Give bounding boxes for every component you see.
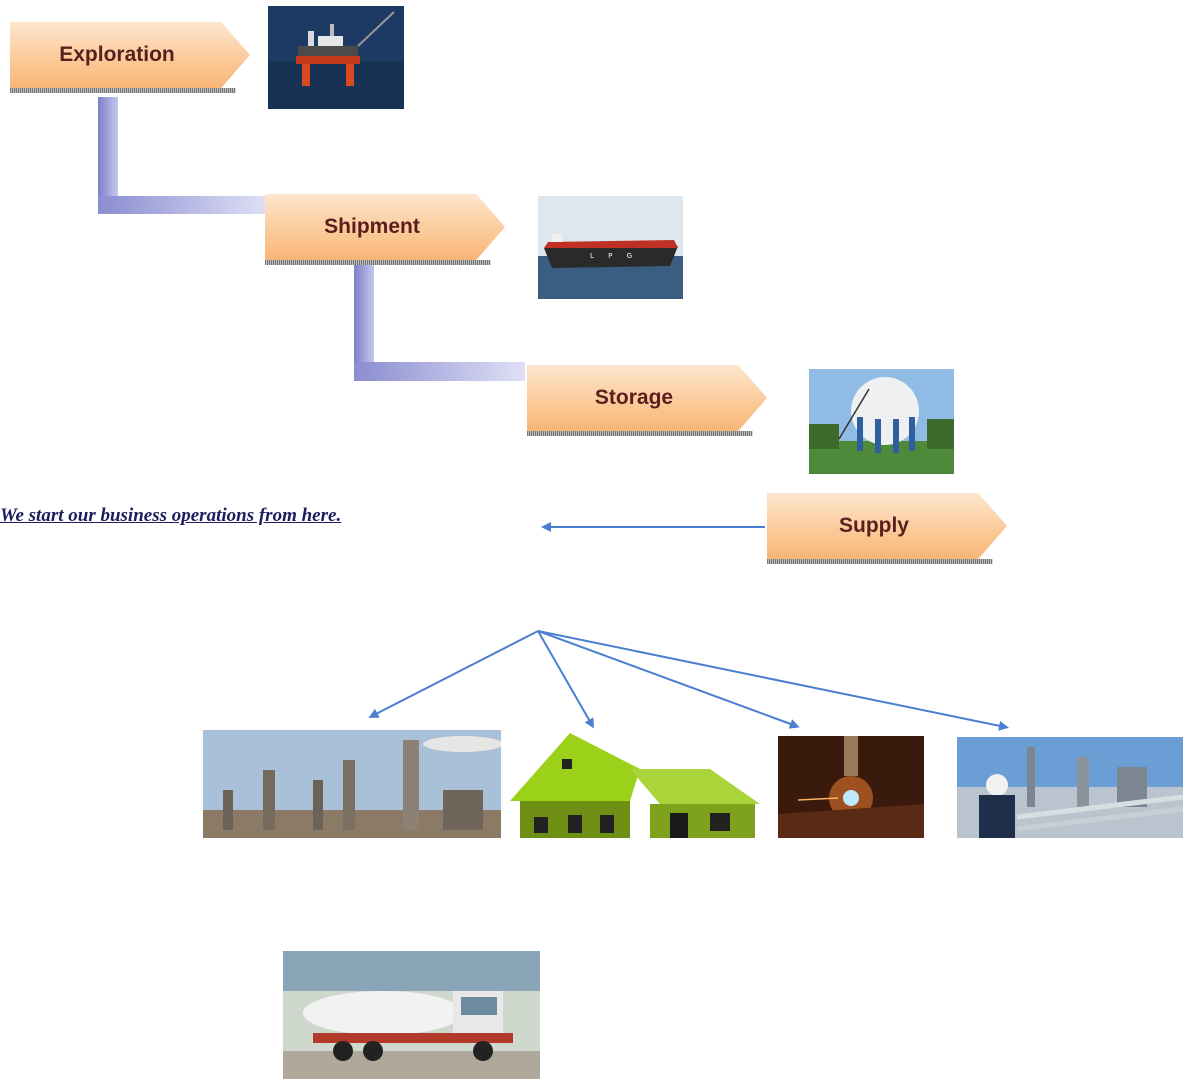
elbow-connector-1: [98, 97, 268, 214]
business-start-note-text: We start our business operations from he…: [0, 505, 337, 526]
step-storage-label: Storage: [594, 386, 674, 409]
house-illustration: [510, 729, 770, 838]
step-exploration-label: Exploration: [59, 43, 175, 66]
business-start-note-period: .: [336, 505, 342, 526]
lpg-tanker-ship-photo: L P G: [538, 196, 683, 299]
offshore-rig-photo: [268, 6, 404, 109]
metal-cutting-photo: [778, 736, 924, 838]
ship-hull-lettering: L P G: [590, 252, 638, 260]
lpg-tanker-truck-photo: [283, 951, 540, 1079]
step-shipment-label: Shipment: [324, 215, 420, 238]
step-storage: Storage: [527, 365, 767, 436]
spherical-storage-tank-photo: [809, 369, 954, 474]
step-exploration: Exploration: [10, 22, 250, 93]
business-start-note: We start our business operations from he…: [0, 505, 341, 527]
industrial-worker-photo: [957, 737, 1183, 838]
step-supply: Supply: [767, 493, 1007, 564]
step-shipment: Shipment: [265, 194, 505, 265]
elbow-connector-2: [354, 258, 525, 381]
refinery-photo: [203, 730, 501, 838]
step-supply-label: Supply: [838, 514, 909, 537]
distribution-arrows: [368, 630, 1009, 731]
